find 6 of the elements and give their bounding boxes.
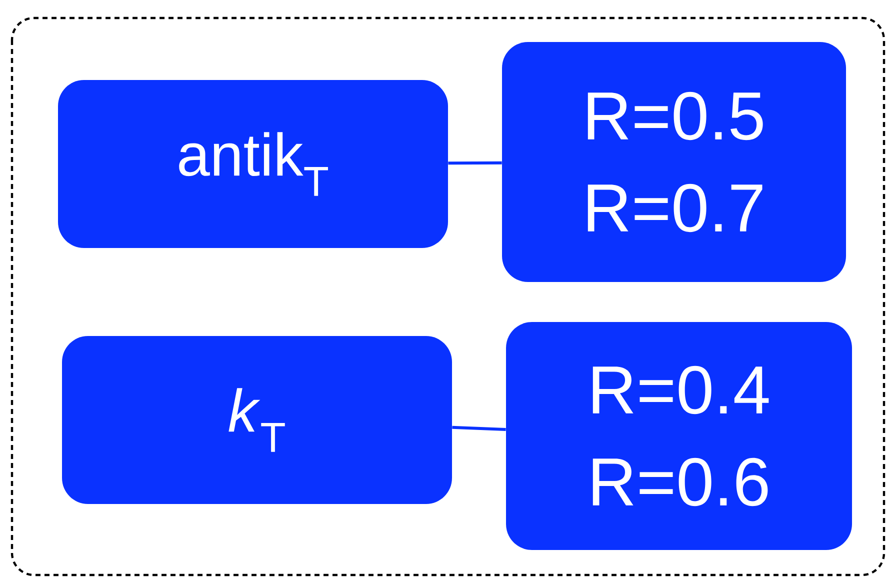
rounded-box: antik$_{T}$: [58, 80, 448, 248]
connector-line: [452, 426, 506, 431]
connector-line: [448, 161, 502, 165]
rounded-box: k$_{T}$: [62, 336, 452, 504]
rounded-box: R=0.5 R=0.7: [502, 42, 846, 282]
rounded-box: R=0.4 R=0.6: [506, 322, 852, 550]
